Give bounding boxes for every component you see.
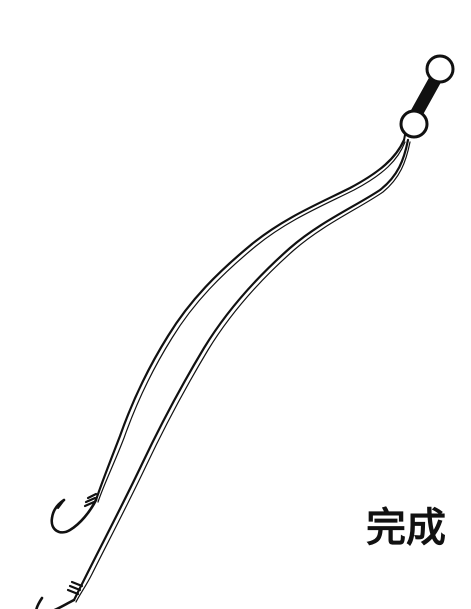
upper-snell-knot xyxy=(83,492,98,508)
leader-strand-left-twist xyxy=(97,141,406,503)
bottom-bead-icon xyxy=(399,109,429,139)
leader-strand-right xyxy=(72,138,410,602)
completion-caption: 完成 xyxy=(366,505,446,551)
leader-strand-right-twist xyxy=(75,141,411,603)
lower-hook-icon xyxy=(35,580,84,609)
top-bead-icon xyxy=(425,54,455,84)
leader-line-group xyxy=(72,138,411,603)
leader-strand-left xyxy=(94,138,406,502)
lower-snell-knot xyxy=(66,580,84,596)
upper-hook-icon xyxy=(50,492,98,534)
